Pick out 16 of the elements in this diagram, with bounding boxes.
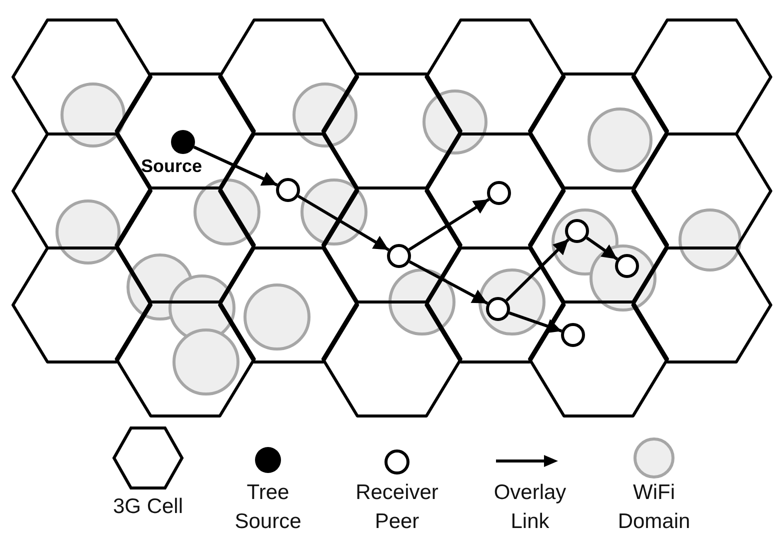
legend-text: 3G Cell: [112, 494, 184, 520]
overlay-link-arrow: [193, 146, 278, 186]
legend-text: Tree Source: [234, 480, 302, 535]
receiver-peer-circle: [561, 323, 585, 347]
legend-text: Overlay Link: [492, 480, 568, 535]
source-label: Source: [141, 156, 202, 176]
receiver-peer-circle: [387, 244, 411, 268]
legend-text: WiFi Domain: [616, 480, 692, 535]
overlay-link-arrow: [408, 260, 488, 305]
overlay-link-arrow: [508, 312, 562, 334]
overlay-link-arrow: [408, 198, 490, 251]
receiver-peer-circle: [487, 181, 511, 205]
legend-text: Receiver Peer: [354, 480, 440, 535]
overlay-link-arrow: [505, 238, 570, 302]
overlay-link-arrow: [586, 236, 618, 260]
receiver-peer-circle: [276, 178, 300, 202]
